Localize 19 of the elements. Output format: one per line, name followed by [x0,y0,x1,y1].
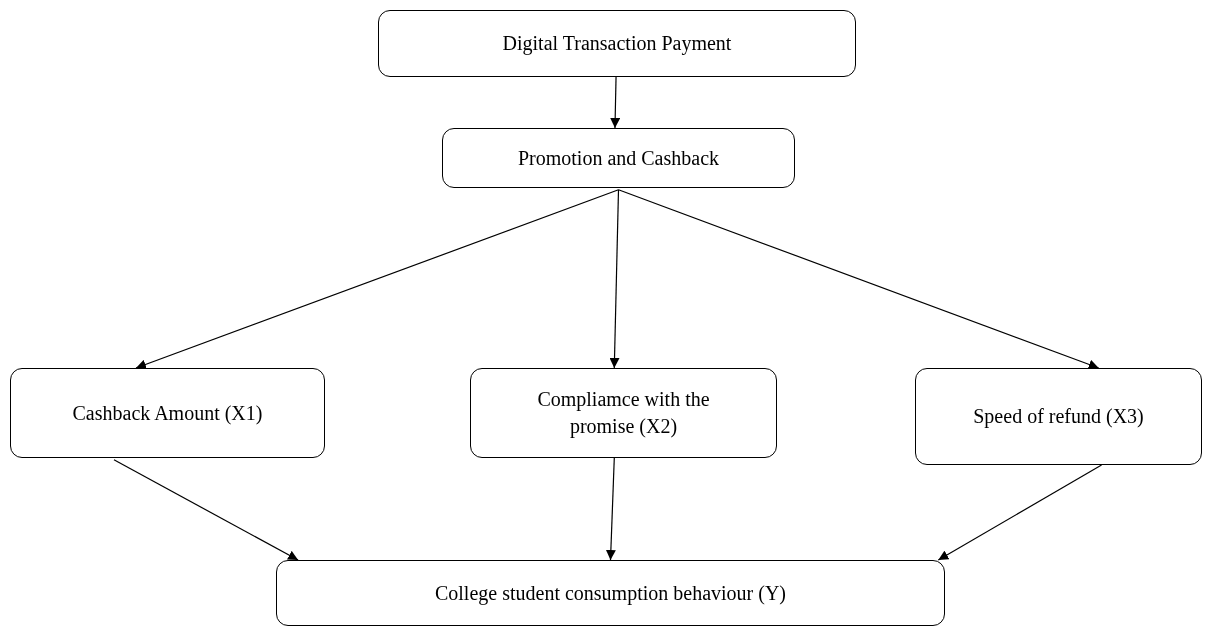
process-box [470,368,777,458]
node-label: Speed of refund (X3) [973,404,1144,430]
process-box [378,10,856,77]
process-box [915,368,1202,465]
process-box [10,368,325,458]
node-label: College student consumption behaviour (Y) [434,580,786,607]
arrow [135,189,620,370]
process-box [276,560,945,626]
arrow [609,189,620,369]
process-box [442,128,795,188]
arrow [617,189,1100,370]
arrow [605,457,616,561]
node-label: Digital Transaction Payment [502,31,732,57]
arrow [610,76,621,129]
node-label: Cashback Amount (X1) [72,400,263,427]
node-label: Compliamce with the promise (X2) [536,387,711,440]
arrow [937,464,1103,561]
arrow [113,459,299,561]
node-label: Promotion and Cashback [517,145,720,171]
